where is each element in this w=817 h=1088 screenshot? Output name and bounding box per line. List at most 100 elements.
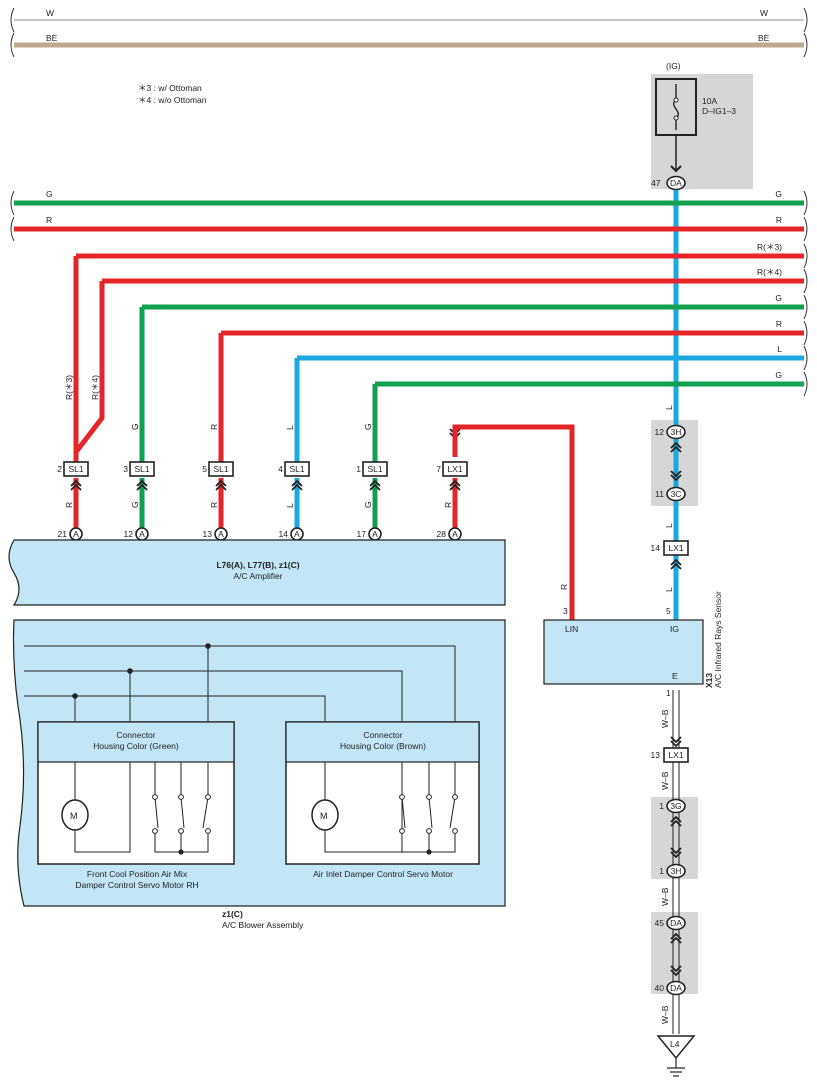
ig-conn-2-label: LX1 bbox=[668, 543, 683, 553]
sensor-lin-num: 3 bbox=[563, 606, 568, 616]
ig-pin-2: 14 bbox=[651, 543, 661, 553]
gnd-code-1: W–B bbox=[660, 771, 670, 790]
gnd-conn-3-label: DA bbox=[670, 918, 682, 928]
sensor-pin-ig: IG bbox=[670, 624, 679, 634]
right-wire-code-4: G bbox=[775, 293, 782, 303]
fuse-shade bbox=[651, 74, 753, 189]
amp-pin-num-0: 21 bbox=[58, 529, 68, 539]
sensor-ig-num: 5 bbox=[666, 606, 671, 616]
sensor-e-num: 1 bbox=[666, 688, 671, 698]
amp-wire-lower-code-0: R bbox=[64, 502, 74, 508]
motor2-switches bbox=[401, 762, 456, 853]
conn-pin-5: 1 bbox=[356, 464, 361, 474]
right-wire-break-4 bbox=[803, 294, 808, 320]
svg-text:M: M bbox=[320, 811, 328, 821]
right-wire-code-7: G bbox=[775, 370, 782, 380]
conn-SL1-2-label: SL1 bbox=[134, 464, 149, 474]
right-wire-code-6: L bbox=[777, 344, 782, 354]
top-bus-w: W W bbox=[10, 7, 808, 33]
amplifier-title: L76(A), L77(B), z1(C) bbox=[216, 560, 299, 570]
right-wire-code-0: G bbox=[775, 189, 782, 199]
conn-pin-0: 2 bbox=[57, 464, 62, 474]
motor2-header2: Housing Color (Brown) bbox=[340, 741, 426, 751]
conn-LX1-6 bbox=[442, 461, 468, 477]
amp-wire-lower-code-5: G bbox=[363, 501, 373, 508]
amp-pin-conn-4: A bbox=[294, 529, 300, 539]
amp-wire-lower-code-3: R bbox=[209, 502, 219, 508]
conn-SL1-2 bbox=[129, 461, 155, 477]
conn-pin-2: 3 bbox=[123, 464, 128, 474]
blower-assembly: Connector Housing Color (Green) M Front … bbox=[12, 619, 506, 930]
conn-SL1-3-label: SL1 bbox=[213, 464, 228, 474]
gnd-conn-4-label: DA bbox=[670, 983, 682, 993]
right-wire-break-7 bbox=[803, 371, 808, 397]
amp-wire-upper-code-3: R bbox=[209, 424, 219, 430]
sensor-box: LIN IG E 3 5 1 X13 A/C Infrared Rays Sen… bbox=[543, 591, 723, 698]
amp-wire-lower-code-2: G bbox=[130, 501, 140, 508]
right-wire-code-2: R(＊3) bbox=[757, 242, 782, 252]
amplifier-name: A/C Amplifier bbox=[233, 571, 282, 581]
amp-wire-upper-code-1: R(＊4) bbox=[90, 375, 100, 400]
gnd-conn-0-label: LX1 bbox=[668, 750, 683, 760]
gnd-chevron-0 bbox=[670, 736, 682, 748]
ig-chevron-up bbox=[670, 441, 682, 453]
right-wire-break-3 bbox=[803, 268, 808, 294]
chevron-0 bbox=[70, 479, 82, 491]
note-no-ottoman: ＊4 : w/o Ottoman bbox=[138, 95, 207, 105]
right-wire-code-5: R bbox=[776, 319, 782, 329]
amp-wire-lower-code-4: L bbox=[285, 503, 295, 508]
motor2-header1: Connector bbox=[363, 730, 402, 740]
amp-wire-upper-code-4: L bbox=[285, 425, 295, 430]
top-bus-be: BE BE bbox=[10, 32, 808, 58]
amp-wire-1 bbox=[74, 281, 105, 454]
gnd-chevron-3 bbox=[670, 932, 682, 944]
motor1-caption2: Damper Control Servo Motor RH bbox=[75, 880, 198, 890]
gnd-chevron-2 bbox=[670, 847, 682, 859]
fuse-rating: 10A bbox=[702, 96, 717, 106]
right-wire-code-1: R bbox=[776, 215, 782, 225]
ig-conn-1-label: 3C bbox=[671, 489, 682, 499]
sensor-pin-e: E bbox=[672, 671, 678, 681]
right-wire-break-5 bbox=[803, 320, 808, 346]
sensor-title: X13 bbox=[704, 673, 714, 688]
note-ottoman: ＊3 : w/ Ottoman bbox=[138, 83, 202, 93]
gnd-conn-4 bbox=[666, 980, 686, 996]
gnd-pin-1: 1 bbox=[659, 801, 664, 811]
lin-wire-code: R bbox=[559, 584, 569, 590]
left-wire-code-1: R bbox=[46, 215, 52, 225]
gnd-conn-2-label: 3H bbox=[671, 866, 682, 876]
chevron-4 bbox=[291, 479, 303, 491]
amp-wire-upper-code-2: G bbox=[130, 423, 140, 430]
ground-label: L4 bbox=[670, 1039, 680, 1049]
ig-conn-2 bbox=[663, 540, 689, 556]
gnd-pin-4: 40 bbox=[655, 983, 665, 993]
amp-pin-conn-5: A bbox=[372, 529, 378, 539]
ig-chevron-down bbox=[670, 470, 682, 482]
chevron-5 bbox=[369, 479, 381, 491]
amp-wire-lower-code-6: R bbox=[443, 502, 453, 508]
fuse-name: D–IG1–3 bbox=[702, 106, 736, 116]
fuse-supply: (IG) bbox=[666, 61, 681, 71]
right-wire-break-0 bbox=[803, 190, 808, 216]
conn-SL1-5 bbox=[362, 461, 388, 477]
amp-pin-conn-0: A bbox=[73, 529, 79, 539]
gnd-conn-1-label: 3G bbox=[670, 801, 681, 811]
amp-pin-num-2: 12 bbox=[124, 529, 134, 539]
motor1-caption1: Front Cool Position Air Mix bbox=[87, 869, 188, 879]
chevron-6 bbox=[449, 479, 461, 491]
gnd-pin-0: 13 bbox=[651, 750, 661, 760]
fuse-chevron bbox=[670, 165, 682, 173]
gnd-chevron-4 bbox=[670, 965, 682, 977]
bus-be-label-left: BE bbox=[46, 33, 58, 43]
ig-pin-0: 12 bbox=[655, 427, 665, 437]
conn-pin-3: 5 bbox=[202, 464, 207, 474]
sensor-name: A/C Infrared Rays Sensor bbox=[713, 591, 723, 688]
ig-chevron-lx1 bbox=[670, 558, 682, 570]
ig-wire-code-3: L bbox=[664, 587, 674, 592]
chevron-2 bbox=[136, 479, 148, 491]
ground-symbol: L4 bbox=[656, 1035, 696, 1077]
svg-text:DA: DA bbox=[670, 178, 682, 188]
conn-SL1-4-label: SL1 bbox=[289, 464, 304, 474]
